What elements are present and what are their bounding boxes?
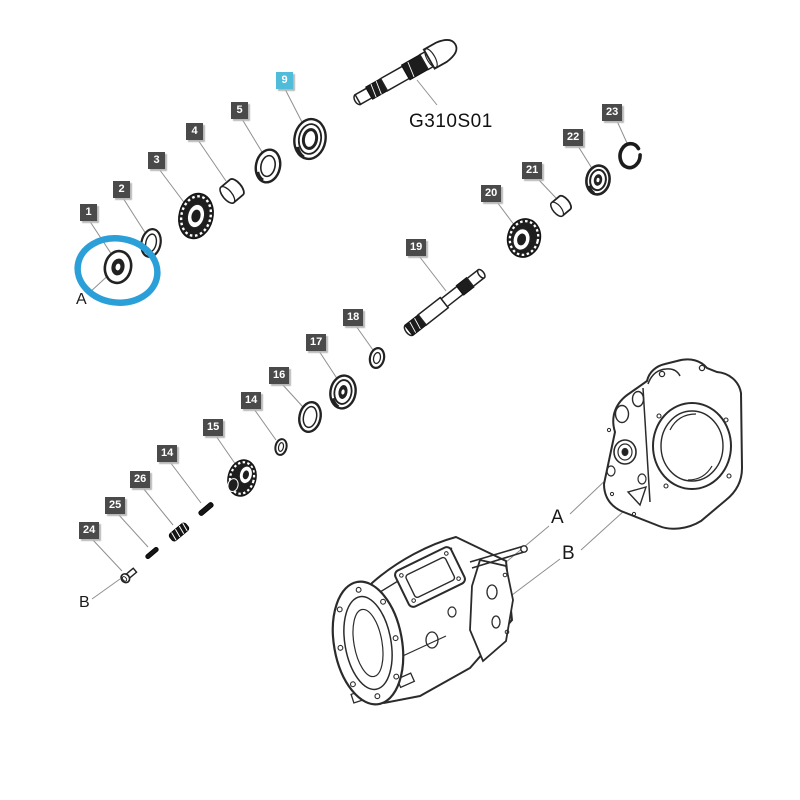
part-label-4[interactable]: 4	[186, 123, 203, 140]
part-label-21[interactable]: 21	[522, 162, 543, 179]
part-16-ring-drawing	[298, 400, 322, 434]
part-1-washer-drawing	[103, 249, 133, 285]
leader-line	[616, 120, 628, 144]
part-label-16[interactable]: 16	[269, 367, 290, 384]
clutch-housing-drawing	[331, 535, 528, 706]
rear-housing-drawing	[602, 358, 744, 530]
ref-letter-b-left: B	[79, 594, 90, 611]
part-9-bearing-drawing	[293, 117, 327, 161]
leader-line	[169, 461, 202, 504]
part-22-bearing-drawing	[585, 164, 611, 196]
leader-line	[577, 145, 594, 171]
part-label-15[interactable]: 15	[203, 419, 224, 436]
part-17-bearing-drawing	[329, 374, 357, 410]
part-23-snap-ring-drawing	[618, 141, 642, 170]
ref-letter-a-housing: A	[551, 507, 564, 528]
part-25-pin-drawing	[145, 546, 159, 560]
part-label-26[interactable]: 26	[130, 471, 151, 488]
leader-line	[355, 325, 374, 351]
leader-line	[241, 118, 263, 153]
leader-line	[416, 79, 438, 106]
part-4-collar-drawing	[219, 178, 245, 204]
part-label-22[interactable]: 22	[563, 129, 584, 146]
leader-line	[215, 435, 237, 466]
part-label-3[interactable]: 3	[148, 152, 165, 169]
leader-line	[284, 88, 305, 127]
part-18-ring-drawing	[368, 347, 386, 369]
leader-line	[122, 197, 147, 235]
part-5-bearing-drawing	[254, 148, 282, 184]
part-label-20[interactable]: 20	[481, 185, 502, 202]
part-14-pin-drawing	[198, 502, 214, 516]
part-15-gear-drawing	[227, 459, 257, 497]
part-label-17[interactable]: 17	[306, 334, 327, 351]
leader-line	[91, 578, 121, 600]
ref-letter-b-housing: B	[562, 543, 575, 564]
part-3-gear-drawing	[178, 192, 214, 240]
part-label-19[interactable]: 19	[406, 239, 427, 256]
part-code-label: G310S01	[409, 111, 493, 132]
leader-line	[281, 383, 304, 408]
part-label-5[interactable]: 5	[231, 102, 248, 119]
part-label-9-highlighted[interactable]: 9	[276, 72, 293, 89]
part-label-25[interactable]: 25	[105, 497, 126, 514]
leader-line	[91, 538, 123, 572]
part-26-spring-drawing	[168, 522, 190, 542]
leader-line	[318, 350, 339, 381]
part-label-1[interactable]: 1	[80, 204, 97, 221]
part-14-ring-drawing	[274, 438, 288, 456]
leader-line	[537, 178, 557, 199]
leader-line	[496, 201, 516, 227]
part-label-18[interactable]: 18	[343, 309, 364, 326]
highlight-ellipse	[74, 235, 161, 306]
ref-letter-a-left: A	[76, 291, 87, 308]
leader-line	[253, 408, 277, 441]
counter-shaft-drawing	[403, 268, 486, 337]
leader-line	[117, 513, 149, 548]
part-24-bolt-drawing	[120, 567, 138, 584]
part-label-24[interactable]: 24	[79, 522, 100, 539]
part-label-23[interactable]: 23	[602, 104, 623, 121]
part-label-14-lower[interactable]: 14	[157, 445, 178, 462]
leader-line	[142, 487, 174, 526]
main-shaft-drawing	[353, 39, 458, 106]
leader-line	[418, 255, 447, 292]
part-label-14-upper[interactable]: 14	[241, 392, 262, 409]
part-21-collar-drawing	[550, 194, 572, 218]
part-20-gear-drawing	[506, 218, 542, 258]
leader-line	[197, 139, 227, 182]
part-label-2[interactable]: 2	[113, 181, 130, 198]
leader-line	[158, 168, 187, 206]
